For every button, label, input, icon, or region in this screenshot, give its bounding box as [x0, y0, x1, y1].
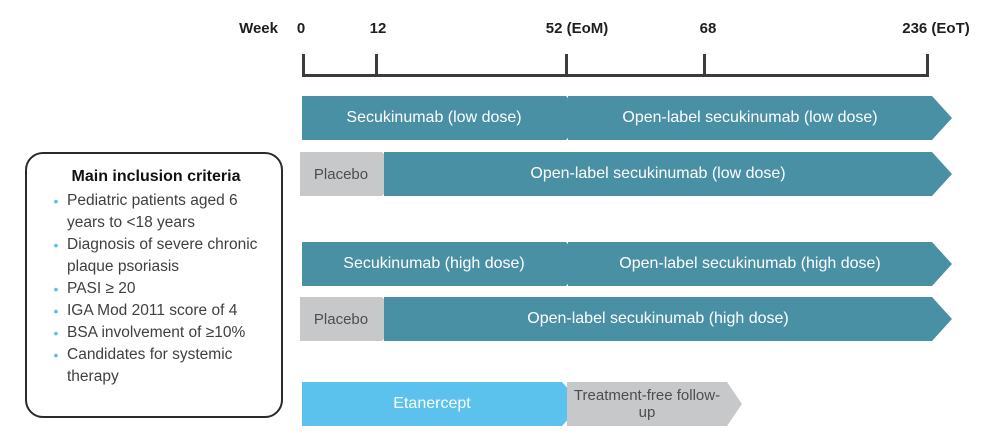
week-axis-label: Week [239, 20, 278, 37]
arrow-label: Open-label secukinumab (high dose) [619, 255, 881, 272]
arrow-label: Open-label secukinumab (low dose) [622, 109, 878, 126]
bullet-icon: • [53, 347, 59, 363]
tick-label-week-68: 68 [699, 20, 717, 37]
bullet-icon: • [53, 325, 59, 341]
criteria-item: • PASI ≥ 20 [45, 278, 267, 300]
arrow-treatment-free-follow-up: Treatment-free follow-up [567, 382, 742, 426]
arrow-label: Secukinumab (low dose) [346, 109, 522, 126]
arrow-etanercept: Etanercept [302, 382, 582, 426]
arrow-label: Placebo [313, 310, 369, 328]
arrow-label: Placebo [313, 165, 369, 183]
arrow-open-label-low-dose: Open-label secukinumab (low dose) [568, 96, 952, 140]
criteria-item-text: BSA involvement of ≥10% [67, 324, 246, 341]
bullet-icon: • [53, 193, 59, 209]
timeline-axis-line [302, 74, 929, 77]
timeline-tick-0 [302, 54, 305, 77]
criteria-item-text: Candidates for systemic therapy [67, 346, 233, 385]
tick-label-week-12: 12 [369, 20, 387, 37]
criteria-item: • Pediatric patients aged 6 years to <18… [45, 190, 267, 234]
inclusion-criteria-title: Main inclusion criteria [71, 168, 241, 185]
timeline-tick-12 [375, 54, 378, 77]
tick-label-week-0: 0 [296, 20, 306, 37]
arrow-secukinumab-high-dose: Secukinumab (high dose) [302, 242, 586, 286]
criteria-item-text: Diagnosis of severe chronic plaque psori… [67, 236, 258, 275]
criteria-item: • Diagnosis of severe chronic plaque pso… [45, 234, 267, 278]
arrow-open-label-high-dose-long: Open-label secukinumab (high dose) [384, 297, 952, 341]
criteria-item-text: Pediatric patients aged 6 years to <18 y… [67, 192, 238, 231]
inclusion-criteria-list: • Pediatric patients aged 6 years to <18… [45, 190, 267, 388]
arrow-open-label-low-dose-long: Open-label secukinumab (low dose) [384, 152, 952, 196]
criteria-item-text: PASI ≥ 20 [67, 280, 136, 297]
criteria-item-text: IGA Mod 2011 score of 4 [67, 302, 238, 319]
arrow-label: Etanercept [393, 395, 471, 412]
arrow-label: Treatment-free follow-up [573, 387, 721, 421]
bullet-icon: • [53, 281, 59, 297]
arrow-label: Open-label secukinumab (low dose) [530, 165, 786, 182]
inclusion-criteria-box: Main inclusion criteria • Pediatric pati… [25, 152, 283, 418]
bullet-icon: • [53, 303, 59, 319]
criteria-item: • IGA Mod 2011 score of 4 [45, 300, 267, 322]
bullet-icon: • [53, 237, 59, 253]
criteria-item: • BSA involvement of ≥10% [45, 322, 267, 344]
arrow-secukinumab-low-dose: Secukinumab (low dose) [302, 96, 586, 140]
timeline-tick-68 [703, 54, 706, 77]
criteria-item: • Candidates for systemic therapy [45, 344, 267, 388]
timeline-tick-52 [565, 54, 568, 77]
tick-label-week-236-eot: 236 (EoT) [902, 20, 970, 37]
arrow-label: Secukinumab (high dose) [343, 255, 525, 272]
arrow-open-label-high-dose: Open-label secukinumab (high dose) [568, 242, 952, 286]
timeline-tick-236 [926, 54, 929, 77]
arrow-label: Open-label secukinumab (high dose) [527, 310, 789, 327]
tick-label-week-52-eom: 52 (EoM) [545, 20, 609, 37]
